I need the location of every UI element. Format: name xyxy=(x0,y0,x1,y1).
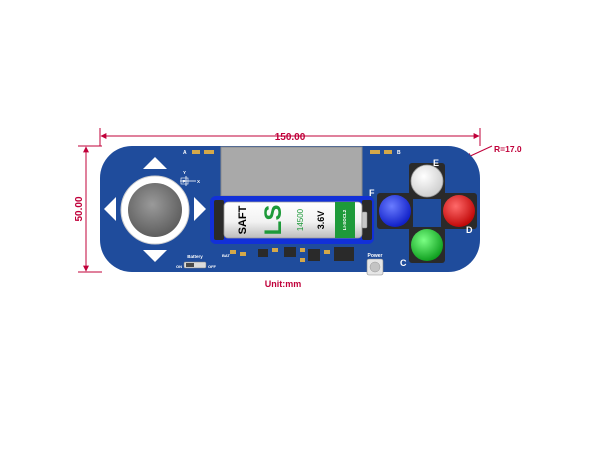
width-label: 150.00 xyxy=(275,132,306,143)
bat-label: BAT xyxy=(222,253,230,258)
button-e-label: E xyxy=(433,158,439,168)
battery-cell: SAFT LS 14500 3.6V LI-SOCL2 xyxy=(223,201,368,239)
button-f-label: F xyxy=(369,188,375,198)
axis-y-label: Y xyxy=(183,170,186,175)
height-label: 50.00 xyxy=(74,196,85,221)
power-label: Power xyxy=(367,253,382,259)
dpad-up-icon[interactable] xyxy=(143,157,167,169)
silk-label-a: A xyxy=(183,150,187,156)
dpad-down-icon[interactable] xyxy=(143,250,167,262)
battery-model: 14500 xyxy=(296,208,305,231)
battery-type: LI-SOCL2 xyxy=(342,209,347,230)
joystick-knob[interactable] xyxy=(128,183,182,237)
unit-label: Unit:mm xyxy=(265,279,302,289)
battery-series: LS xyxy=(260,205,287,236)
switch-on-label: ON xyxy=(176,264,182,269)
dpad-right-icon[interactable] xyxy=(194,197,206,221)
battery-switch-label: Battery xyxy=(187,254,203,259)
button-c-label: C xyxy=(400,258,407,268)
switch-off-label: OFF xyxy=(208,264,217,269)
axis-marking: Y X P xyxy=(180,170,200,186)
components xyxy=(230,247,354,262)
button-c[interactable] xyxy=(411,229,443,261)
dimension-lines: 150.00 50.00 R=17.0 Unit:mm xyxy=(74,128,522,289)
button-d[interactable] xyxy=(443,195,475,227)
axis-p-label: P xyxy=(183,179,186,184)
button-f[interactable] xyxy=(379,195,411,227)
button-d-label: D xyxy=(466,225,473,235)
battery-brand: SAFT xyxy=(237,205,249,234)
button-e[interactable] xyxy=(410,164,444,198)
radius-label: R=17.0 xyxy=(494,144,522,154)
display-module xyxy=(221,147,362,196)
pcb-board: A B Y X P SAFT L xyxy=(100,146,480,276)
dpad-left-icon[interactable] xyxy=(104,197,116,221)
battery-voltage: 3.6V xyxy=(316,211,326,230)
battery-switch-knob[interactable] xyxy=(186,263,194,267)
action-buttons: E F D C xyxy=(369,158,477,268)
silk-label-b: B xyxy=(397,150,401,156)
dpad xyxy=(104,157,206,262)
axis-x-label: X xyxy=(197,179,200,184)
